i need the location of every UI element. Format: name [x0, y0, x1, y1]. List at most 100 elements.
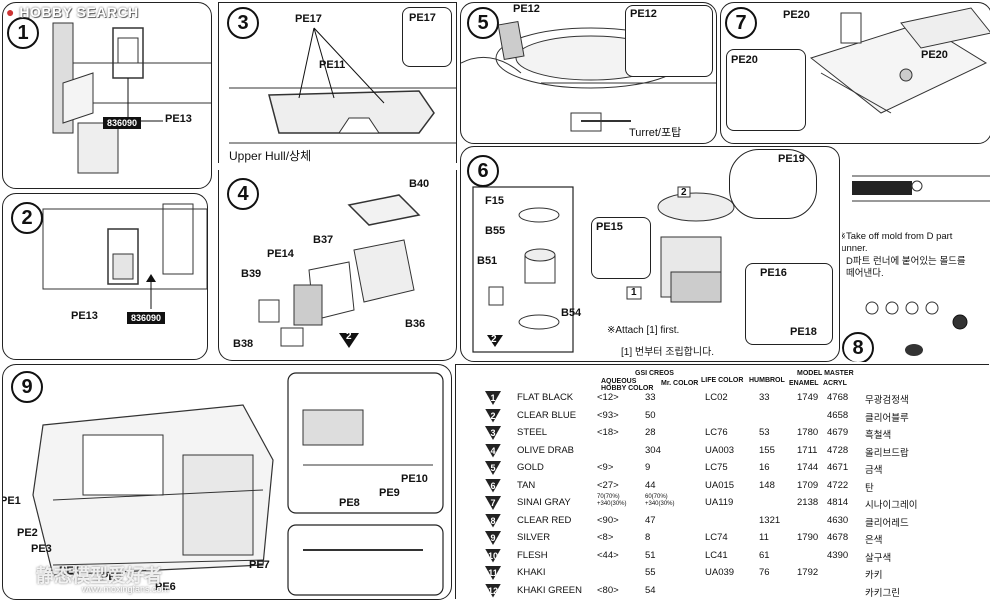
paint-cell-kr: 클리어레드	[865, 517, 909, 529]
paint-cell-en: 1792	[797, 567, 819, 578]
paint-cell-aq: 70(70%) +340(30%)	[597, 494, 627, 507]
part-label-b54: B54	[561, 307, 582, 319]
paint-cell-n: 8	[485, 513, 501, 528]
paint-cell-aq: <44>	[597, 549, 619, 561]
step-5-panel: 5 PE12 PE12 Turret/포탑	[460, 2, 717, 144]
part-label-pe13: PE13	[71, 310, 98, 322]
step-number: 6	[467, 155, 499, 187]
part-label-b51: B51	[477, 255, 498, 267]
paint-cell-en: 1711	[797, 444, 818, 456]
step-1-panel: 1 PE13 836090	[2, 2, 212, 189]
paint-cell-hum: 53	[759, 427, 770, 438]
part-label-pe7: PE7	[249, 559, 270, 571]
step-9-drawing	[32, 372, 444, 596]
paint-cell-ac: 4658	[827, 409, 849, 421]
paint-cell-name: TAN	[517, 479, 536, 491]
step-number: 3	[227, 7, 259, 39]
paint-cell-en: 2138	[797, 497, 819, 508]
paint-cell-life: LC74	[705, 532, 728, 543]
paint-cell-en: 1744	[797, 462, 819, 473]
paint-cell-mr: 60(70%) +340(30%)	[645, 494, 675, 507]
paint-cell-mr: 54	[645, 584, 656, 596]
paint-cell-n: 5	[485, 461, 501, 475]
paint-cell-ac: 4768	[827, 392, 849, 403]
step-number: 5	[467, 7, 499, 39]
pe16-inset: PE16 PE18	[745, 263, 833, 345]
paint-cell-name: OLIVE DRAB	[517, 444, 575, 456]
paint-cell-life: LC75	[705, 462, 728, 473]
paint-cell-aq: <18>	[597, 427, 619, 438]
header-acryl: ACRYL	[823, 380, 847, 387]
paint-cell-hum: 1321	[759, 514, 781, 526]
paint-cell-life: UA119	[705, 497, 734, 508]
paint-cell-n: 12	[485, 583, 501, 598]
paint-cell-aq: <12>	[597, 392, 619, 403]
part-label-pe13: PE13	[165, 113, 192, 125]
step-4-drawing	[258, 194, 421, 348]
paint-cell-kr: 탄	[865, 482, 874, 494]
paint-cell-name: FLESH	[517, 549, 548, 561]
step-number: 9	[11, 371, 43, 403]
paint-cell-hum: 61	[759, 549, 770, 561]
step-number: 8	[842, 332, 874, 362]
part-label-b36: B36	[405, 318, 426, 330]
step-3-panel: 3 PE17 PE11 PE17 Upper Hull/상체	[218, 2, 457, 163]
paint-cell-mr: 50	[645, 409, 656, 421]
header-humbrol: HUMBROL	[749, 377, 785, 384]
paint-cell-ac: 4671	[827, 462, 849, 473]
part-label-pe20: PE20	[783, 9, 810, 21]
part-label-pe2: PE2	[17, 527, 38, 539]
paint-cell-mr: 51	[645, 549, 656, 561]
step-2-drawing	[42, 203, 207, 309]
paint-cell-mr: 44	[645, 479, 656, 491]
paint-cell-aq: <93>	[597, 409, 619, 421]
paint-cell-life: LC76	[705, 427, 728, 438]
part-label-pe6: PE6	[155, 581, 176, 593]
runner-code: 836090	[127, 312, 166, 324]
header-model-master: MODEL MASTER	[797, 370, 854, 377]
paint-cell-aq: <27>	[597, 479, 619, 491]
paint-cell-name: CLEAR RED	[517, 514, 572, 526]
part-label-pe12: PE12	[513, 3, 540, 15]
paint-cell-kr: 은색	[865, 535, 883, 546]
paint-cell-ac: 4390	[827, 549, 849, 561]
turret-caption: Turret/포탑	[629, 127, 682, 139]
header-gsi: GSI CREOS	[635, 370, 674, 377]
part-label-pe14: PE14	[267, 248, 294, 260]
paint-cell-en: 1749	[797, 392, 819, 403]
inset-label: PE19	[778, 153, 805, 165]
step-number: 7	[725, 7, 757, 39]
part-label-pe18: PE18	[790, 326, 817, 338]
pe12-inset: PE12	[625, 5, 713, 77]
watermark-cn: 静态模型爱好者	[36, 566, 162, 586]
part-label-pe8: PE8	[339, 497, 360, 509]
part-label-pe3: PE3	[31, 543, 52, 555]
step-number: 4	[227, 178, 259, 210]
assembly-mark-1: 1	[631, 287, 637, 298]
paint-cell-kr: 시나이그레이	[865, 500, 918, 511]
runner-code: 836090	[103, 117, 142, 129]
paint-cell-mr: 47	[645, 514, 656, 526]
paint-cell-ac: 4679	[827, 427, 849, 438]
watermark-url: www.moxingfans.com	[82, 584, 170, 594]
part-label-b39: B39	[241, 268, 262, 280]
inset-label: PE12	[630, 8, 657, 20]
step-6-drawing	[472, 186, 735, 353]
part-label-b55: B55	[485, 225, 506, 237]
paint-cell-name: GOLD	[517, 462, 544, 473]
paint-cell-ac: 4630	[827, 514, 849, 526]
paint-cell-life: UA003	[705, 444, 735, 456]
paint-cell-hum: 155	[759, 444, 775, 456]
paint-cell-mr: 8	[645, 532, 651, 543]
paint-cell-kr: 카키그린	[865, 587, 900, 599]
part-label-b37: B37	[313, 234, 334, 246]
